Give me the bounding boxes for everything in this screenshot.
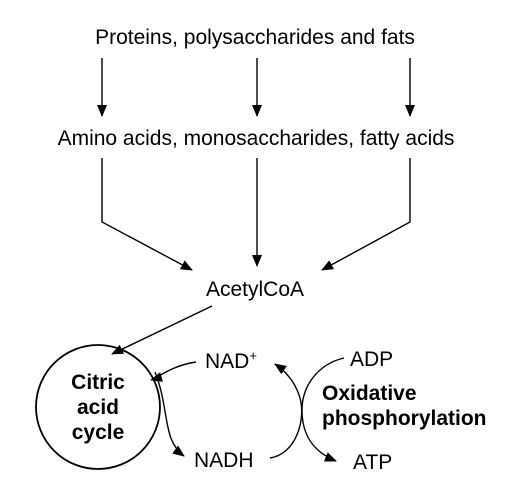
nad-superscript: + [249,348,257,363]
arrow-acetylcoa-to-citric-acid-cycle [111,305,213,355]
macromolecules-label: Proteins, polysaccharides and fats [95,26,415,49]
arrow-nad-into-cycle [150,361,197,382]
arrow-amino-acids-to-acetylcoa [101,158,193,271]
arrow-adp-to-atp [301,357,345,462]
acetylcoa-label: AcetylCoA [206,278,304,301]
arrow-cycle-to-nadh [154,371,185,457]
arrow-fatty-acids-to-acetylcoa [321,158,411,271]
nad-label: NAD+ [205,348,257,373]
nadh-label: NADH [194,449,254,472]
oxidative-phosphorylation-line1: Oxidative [322,382,417,405]
monomers-label: Amino acids, monosaccharides, fatty acid… [58,127,455,150]
arrow-nadh-to-nad [269,363,303,459]
citric-acid-cycle-label-line2: acid [77,396,119,419]
nad-text: NAD [205,350,249,373]
citric-acid-cycle-label-line3: cycle [72,421,125,444]
citric-acid-cycle-label-line1: Citric [71,371,125,394]
atp-label: ATP [353,451,392,474]
citric-acid-cycle-circle [35,344,161,470]
adp-label: ADP [350,348,393,371]
oxidative-phosphorylation-line2: phosphorylation [322,407,487,430]
